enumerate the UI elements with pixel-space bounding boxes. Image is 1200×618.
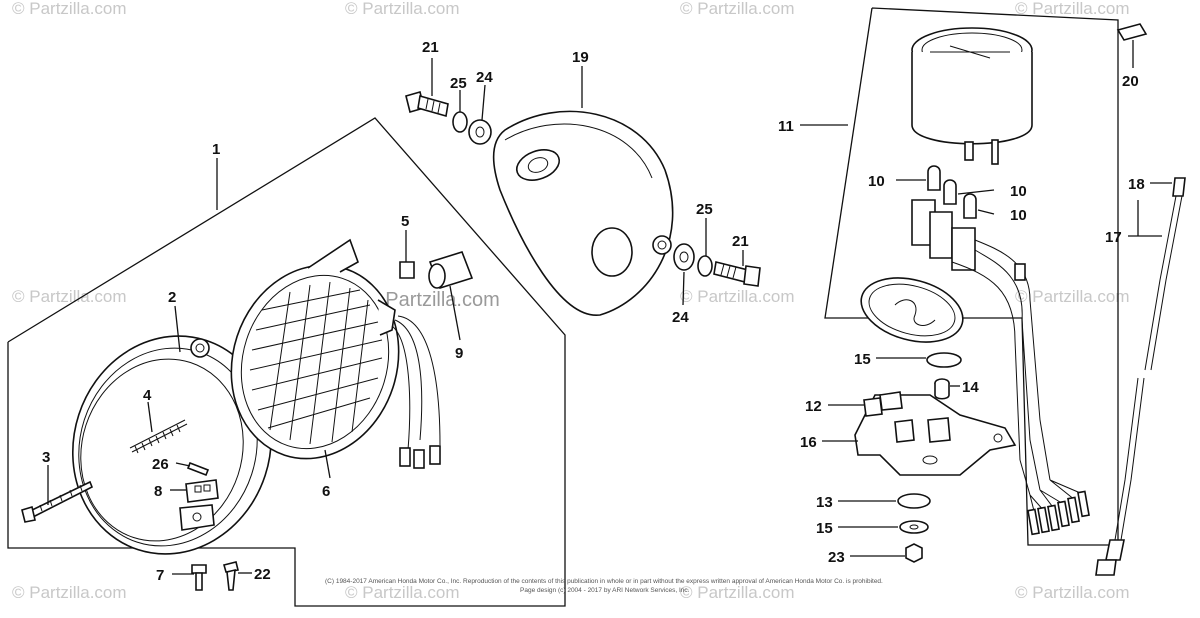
washer-24-right <box>673 243 695 271</box>
callout-5: 5 <box>401 213 409 230</box>
headlight-case <box>492 110 674 316</box>
callout-3: 3 <box>42 449 50 466</box>
sealed-beam-unit <box>230 238 400 460</box>
callout-7: 7 <box>156 567 164 584</box>
callout-24a: 24 <box>476 69 493 86</box>
callout-8: 8 <box>154 483 162 500</box>
callout-10b: 10 <box>1010 183 1027 200</box>
speedometer <box>911 27 1033 165</box>
callout-19: 19 <box>572 49 589 66</box>
callout-25b: 25 <box>696 201 713 218</box>
watermark: © Partzilla.com <box>680 583 795 602</box>
copyright-line-2: Page design (c) 2004 - 2017 by ARI Netwo… <box>520 587 690 594</box>
watermark: © Partzilla.com <box>345 0 460 18</box>
headlight-rim <box>71 335 273 555</box>
watermark: © Partzilla.com <box>12 287 127 306</box>
nut-23 <box>905 543 923 563</box>
meter-wiring-connectors <box>1019 419 1090 536</box>
speedometer-cable <box>1095 177 1186 576</box>
watermark: © Partzilla.com <box>1015 287 1130 306</box>
watermark: © Partzilla.com <box>1015 0 1130 18</box>
watermark: © Partzilla.com <box>12 583 127 602</box>
callout-23: 23 <box>828 549 845 566</box>
meter-assembly-outline <box>824 7 1119 546</box>
watermark: © Partzilla.com <box>12 0 127 18</box>
part-20 <box>1116 23 1148 41</box>
callout-22: 22 <box>254 566 271 583</box>
callout-14: 14 <box>962 379 979 396</box>
watermarks: © Partzilla.com © Partzilla.com © Partzi… <box>12 0 1130 602</box>
clip-5 <box>399 261 415 279</box>
callout-16: 16 <box>800 434 817 451</box>
bulb-sockets <box>911 199 1041 461</box>
washer-15-lower <box>899 520 929 534</box>
watermark: © Partzilla.com <box>1015 583 1130 602</box>
callout-12: 12 <box>805 398 822 415</box>
bolt-21-top <box>405 91 449 118</box>
callout-10a: 10 <box>868 173 885 190</box>
callout-1: 1 <box>212 141 220 158</box>
headlight-wiring <box>391 315 441 469</box>
headlight-assembly-outline <box>7 117 566 607</box>
callout-26: 26 <box>152 456 169 473</box>
callout-11: 11 <box>778 118 794 135</box>
callout-24b: 24 <box>672 309 689 326</box>
callout-labels: 1 2 3 4 5 6 7 8 9 10 10 10 11 12 13 14 1… <box>42 39 1145 584</box>
nut-8 <box>185 479 219 503</box>
callout-21b: 21 <box>732 233 749 250</box>
headlight-socket <box>428 251 474 289</box>
copyright-line-1: (C) 1984-2017 American Honda Motor Co., … <box>325 578 883 585</box>
washer-25-top <box>452 111 468 133</box>
callout-9: 9 <box>455 345 463 362</box>
callout-10c: 10 <box>1010 207 1027 224</box>
washer-25-right <box>697 255 713 277</box>
callout-6: 6 <box>322 483 330 500</box>
callout-18: 18 <box>1128 176 1145 193</box>
callout-15b: 15 <box>816 520 833 537</box>
screw-22 <box>223 561 239 591</box>
screw-3 <box>21 480 94 523</box>
callout-20: 20 <box>1122 73 1139 90</box>
screw-7 <box>191 564 207 591</box>
callout-17: 17 <box>1105 229 1122 246</box>
callout-4: 4 <box>143 387 152 404</box>
watermark: © Partzilla.com <box>680 0 795 18</box>
leader-lines <box>47 40 1172 575</box>
callout-15a: 15 <box>854 351 871 368</box>
washer-13 <box>897 493 931 509</box>
callout-25a: 25 <box>450 75 467 92</box>
callout-2: 2 <box>168 289 176 306</box>
callout-21a: 21 <box>422 39 439 56</box>
copyright-footer: (C) 1984-2017 American Honda Motor Co., … <box>325 578 883 594</box>
adjusting-spring <box>129 419 188 454</box>
washer-24-top <box>468 119 492 145</box>
watermark: © Partzilla.com <box>345 583 460 602</box>
watermark: © Partzilla.com <box>680 287 795 306</box>
collar-14 <box>934 378 950 400</box>
meter-bracket <box>854 391 1017 476</box>
watermark-center: © Partzilla.com <box>365 289 500 311</box>
bolt-21-right <box>713 261 761 287</box>
callout-13: 13 <box>816 494 833 511</box>
meter-bulbs <box>927 165 977 219</box>
washer-15-upper <box>926 352 962 368</box>
meter-case <box>860 277 964 343</box>
